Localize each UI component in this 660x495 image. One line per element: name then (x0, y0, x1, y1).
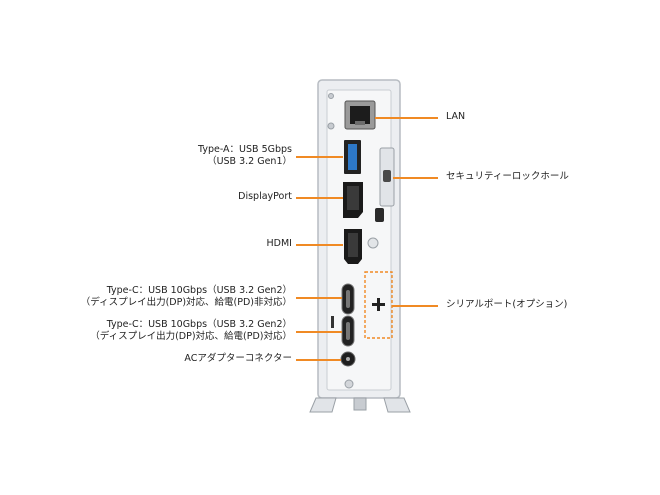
indicator (331, 316, 334, 328)
label-security-lock: セキュリティーロックホール (446, 171, 569, 182)
screw (344, 379, 354, 389)
label-ac-adapter: ACアダプターコネクター (184, 353, 292, 364)
label-usb-c2-line1: Type-C：USB 10Gbps（USB 3.2 Gen2） (106, 319, 292, 330)
security-lock-hole (383, 170, 391, 182)
foot-left (309, 397, 337, 413)
label-usb-c2-line2: （ディスプレイ出力(DP)対応、給電(PD)対応） (90, 331, 292, 342)
hdmi-inner (348, 233, 358, 257)
label-displayport: DisplayPort (238, 191, 292, 202)
usb-a-tongue (348, 144, 357, 170)
label-serial: シリアルポート(オプション) (446, 299, 568, 310)
label-usb-c1-line2: （ディスプレイ出力(DP)対応、給電(PD)非対応） (80, 297, 292, 308)
ac-adapter-pin (346, 357, 350, 361)
lan-port-opening (350, 106, 370, 124)
label-hdmi: HDMI (266, 238, 292, 249)
label-usb-a-line1: Type-A：USB 5Gbps (198, 144, 292, 155)
screw (327, 122, 335, 130)
usb-c-port-1-tongue (346, 290, 350, 308)
foot-right (383, 397, 411, 413)
leader-line-hdmi (296, 244, 343, 246)
label-usb-c2: Type-C：USB 10Gbps（USB 3.2 Gen2） （ディスプレイ出… (90, 319, 292, 343)
label-usb-c1-line1: Type-C：USB 10Gbps（USB 3.2 Gen2） (106, 285, 292, 296)
screw (328, 93, 334, 99)
leader-line-serial (392, 305, 438, 307)
lan-port-tab (355, 121, 365, 125)
leader-line-ac (296, 359, 341, 361)
serial-port-plus-v (377, 298, 380, 311)
leader-line-displayport (296, 197, 343, 199)
leader-line-usb-c2 (296, 331, 342, 333)
leader-line-usb-a (296, 156, 343, 158)
leader-line-security (393, 177, 438, 179)
displayport-inner (347, 186, 359, 210)
security-lock-slot (375, 208, 384, 222)
leader-line-lan (375, 117, 438, 119)
screw (367, 237, 379, 249)
label-usb-a-line2: （USB 3.2 Gen1） (207, 156, 292, 167)
leader-line-usb-c1 (296, 297, 342, 299)
label-usb-a: Type-A：USB 5Gbps （USB 3.2 Gen1） (198, 144, 292, 168)
usb-c-port-2-tongue (346, 322, 350, 340)
label-usb-c1: Type-C：USB 10Gbps（USB 3.2 Gen2） （ディスプレイ出… (81, 285, 292, 309)
center-post (353, 397, 367, 411)
label-lan: LAN (446, 111, 466, 122)
